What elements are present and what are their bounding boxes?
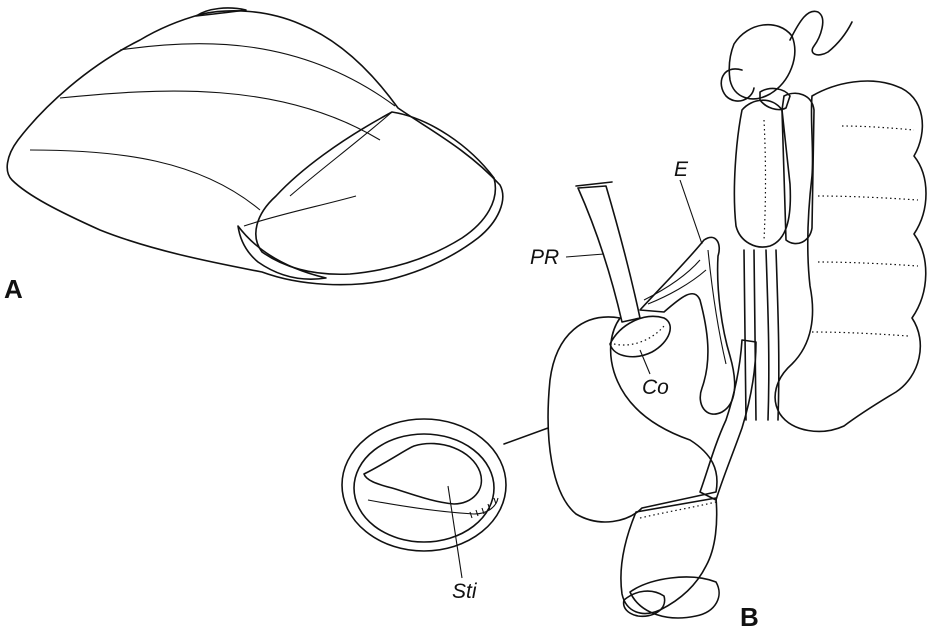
penial-retractor-muscle [578, 186, 640, 322]
suture-line-3 [30, 150, 260, 210]
label-sti: Sti [452, 580, 478, 603]
albumen-lobe-line-2 [818, 196, 918, 200]
hermaphrodite-gland [729, 25, 795, 99]
label-e: E [674, 158, 689, 181]
albumen-lobe-line-3 [818, 262, 918, 266]
albumen-gland [775, 81, 926, 431]
aperture-lip [238, 226, 326, 279]
retractor-end-bar [576, 182, 612, 186]
cross-section-drawing [342, 419, 506, 551]
label-co: Co [642, 376, 669, 399]
spermoviduct-tube [766, 250, 779, 420]
albumen-lobe-line-1 [842, 126, 914, 130]
duct-loop [790, 11, 852, 55]
panel-b-label: B [740, 602, 759, 632]
albumen-lobe-line-4 [812, 332, 908, 336]
section-leader-line [504, 428, 548, 444]
pr-leader-line [566, 254, 604, 257]
atrium-mouth-left [624, 591, 665, 616]
sti-leader-line [448, 486, 462, 578]
flagellum-thread-2 [648, 270, 706, 304]
aperture-inner-lip [290, 112, 392, 196]
hermaphrodite-duct [721, 69, 754, 101]
shell-drawing [7, 8, 503, 285]
suture-line-2 [60, 91, 380, 140]
prostate-divider [764, 120, 766, 240]
talon [760, 89, 790, 110]
prostate-gland-2 [782, 93, 814, 243]
penis-sac [548, 317, 717, 522]
vagina-duct [700, 340, 756, 500]
label-pr: PR [530, 246, 559, 269]
panel-a-label: A [4, 274, 23, 304]
e-leader-line [680, 180, 702, 244]
section-inner-ring [354, 434, 494, 542]
anatomy-drawing [504, 11, 926, 618]
atrium-opening [630, 577, 719, 618]
stimulator-sti [364, 444, 481, 504]
columella-edge [244, 196, 356, 226]
genital-atrium [621, 498, 717, 613]
